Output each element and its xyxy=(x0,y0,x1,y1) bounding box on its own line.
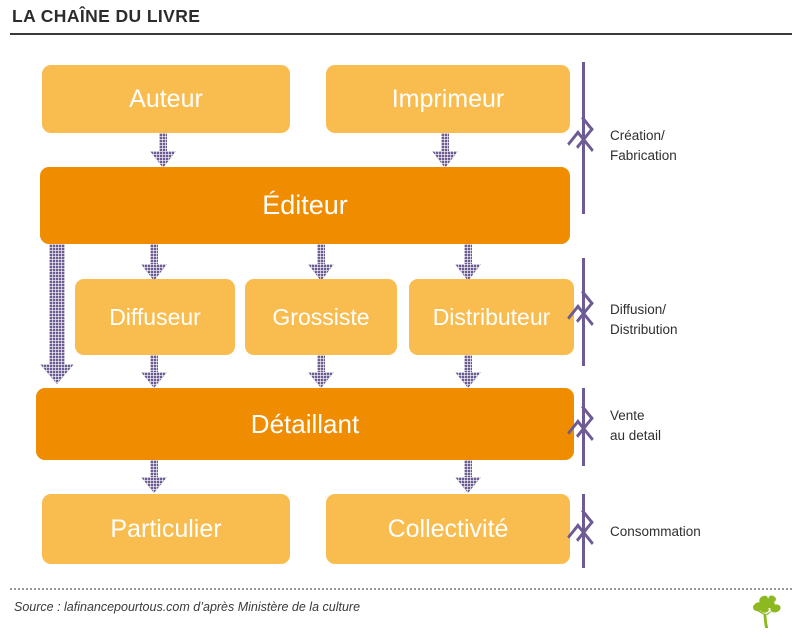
tree-logo-icon xyxy=(744,594,786,632)
footer-source-text: Source : lafinancepourtous.com d’après M… xyxy=(14,600,361,614)
node-imprimeur-label: Imprimeur xyxy=(391,84,505,113)
node-collectivite[interactable]: Collectivité xyxy=(326,494,570,564)
stage-label-diffusion: Diffusion/ Distribution xyxy=(610,302,678,337)
brace-bar xyxy=(582,494,585,568)
page-title: LA CHAÎNE DU LIVRE xyxy=(12,6,201,26)
node-distributeur[interactable]: Distributeur xyxy=(409,279,574,355)
node-imprimeur[interactable]: Imprimeur xyxy=(326,65,570,133)
arrow-detaillant-to-collectivite xyxy=(455,460,481,493)
book-chain-diagram: Auteur Imprimeur Éditeur Diffuseur Gros xyxy=(0,36,800,581)
brace-bar xyxy=(582,388,585,466)
node-collectivite-label: Collectivité xyxy=(387,514,509,543)
node-particulier[interactable]: Particulier xyxy=(42,494,290,564)
brace-diffusion xyxy=(567,258,600,366)
brace-bar xyxy=(582,258,585,366)
brace-bar xyxy=(582,62,585,214)
stage-label-vente: Vente au detail xyxy=(610,408,662,443)
arrow-editeur-to-diffuseur xyxy=(141,244,167,281)
node-diffuseur[interactable]: Diffuseur xyxy=(75,279,235,355)
brace-vente xyxy=(567,388,600,466)
arrow-imprimeur-to-editeur xyxy=(432,133,458,168)
node-grossiste-label: Grossiste xyxy=(272,303,370,330)
arrow-grossiste-to-detaillant xyxy=(308,355,334,388)
brace-creation xyxy=(567,62,600,214)
node-diffuseur-label: Diffuseur xyxy=(109,303,201,330)
node-particulier-label: Particulier xyxy=(110,514,222,543)
node-distributeur-label: Distributeur xyxy=(432,303,551,330)
footer-divider xyxy=(10,588,792,590)
brace-consommation xyxy=(567,494,600,568)
node-detaillant[interactable]: Détaillant xyxy=(36,388,574,460)
page-header: LA CHAÎNE DU LIVRE xyxy=(0,0,800,36)
arrow-distributeur-to-detaillant xyxy=(455,355,481,388)
arrow-editeur-to-detaillant-bypass xyxy=(40,244,74,384)
node-editeur[interactable]: Éditeur xyxy=(40,167,570,244)
arrow-diffuseur-to-detaillant xyxy=(141,355,167,388)
node-auteur[interactable]: Auteur xyxy=(42,65,290,133)
arrow-detaillant-to-particulier xyxy=(141,460,167,493)
node-detaillant-label: Détaillant xyxy=(250,409,360,439)
title-divider xyxy=(10,33,792,35)
arrow-editeur-to-distributeur xyxy=(455,244,481,281)
stage-label-creation: Création/ Fabrication xyxy=(610,128,677,163)
node-editeur-label: Éditeur xyxy=(262,190,348,220)
arrow-auteur-to-editeur xyxy=(150,133,176,168)
stage-label-consommation: Consommation xyxy=(610,524,701,539)
arrow-editeur-to-grossiste xyxy=(308,244,334,281)
node-grossiste[interactable]: Grossiste xyxy=(245,279,397,355)
node-auteur-label: Auteur xyxy=(129,84,203,113)
